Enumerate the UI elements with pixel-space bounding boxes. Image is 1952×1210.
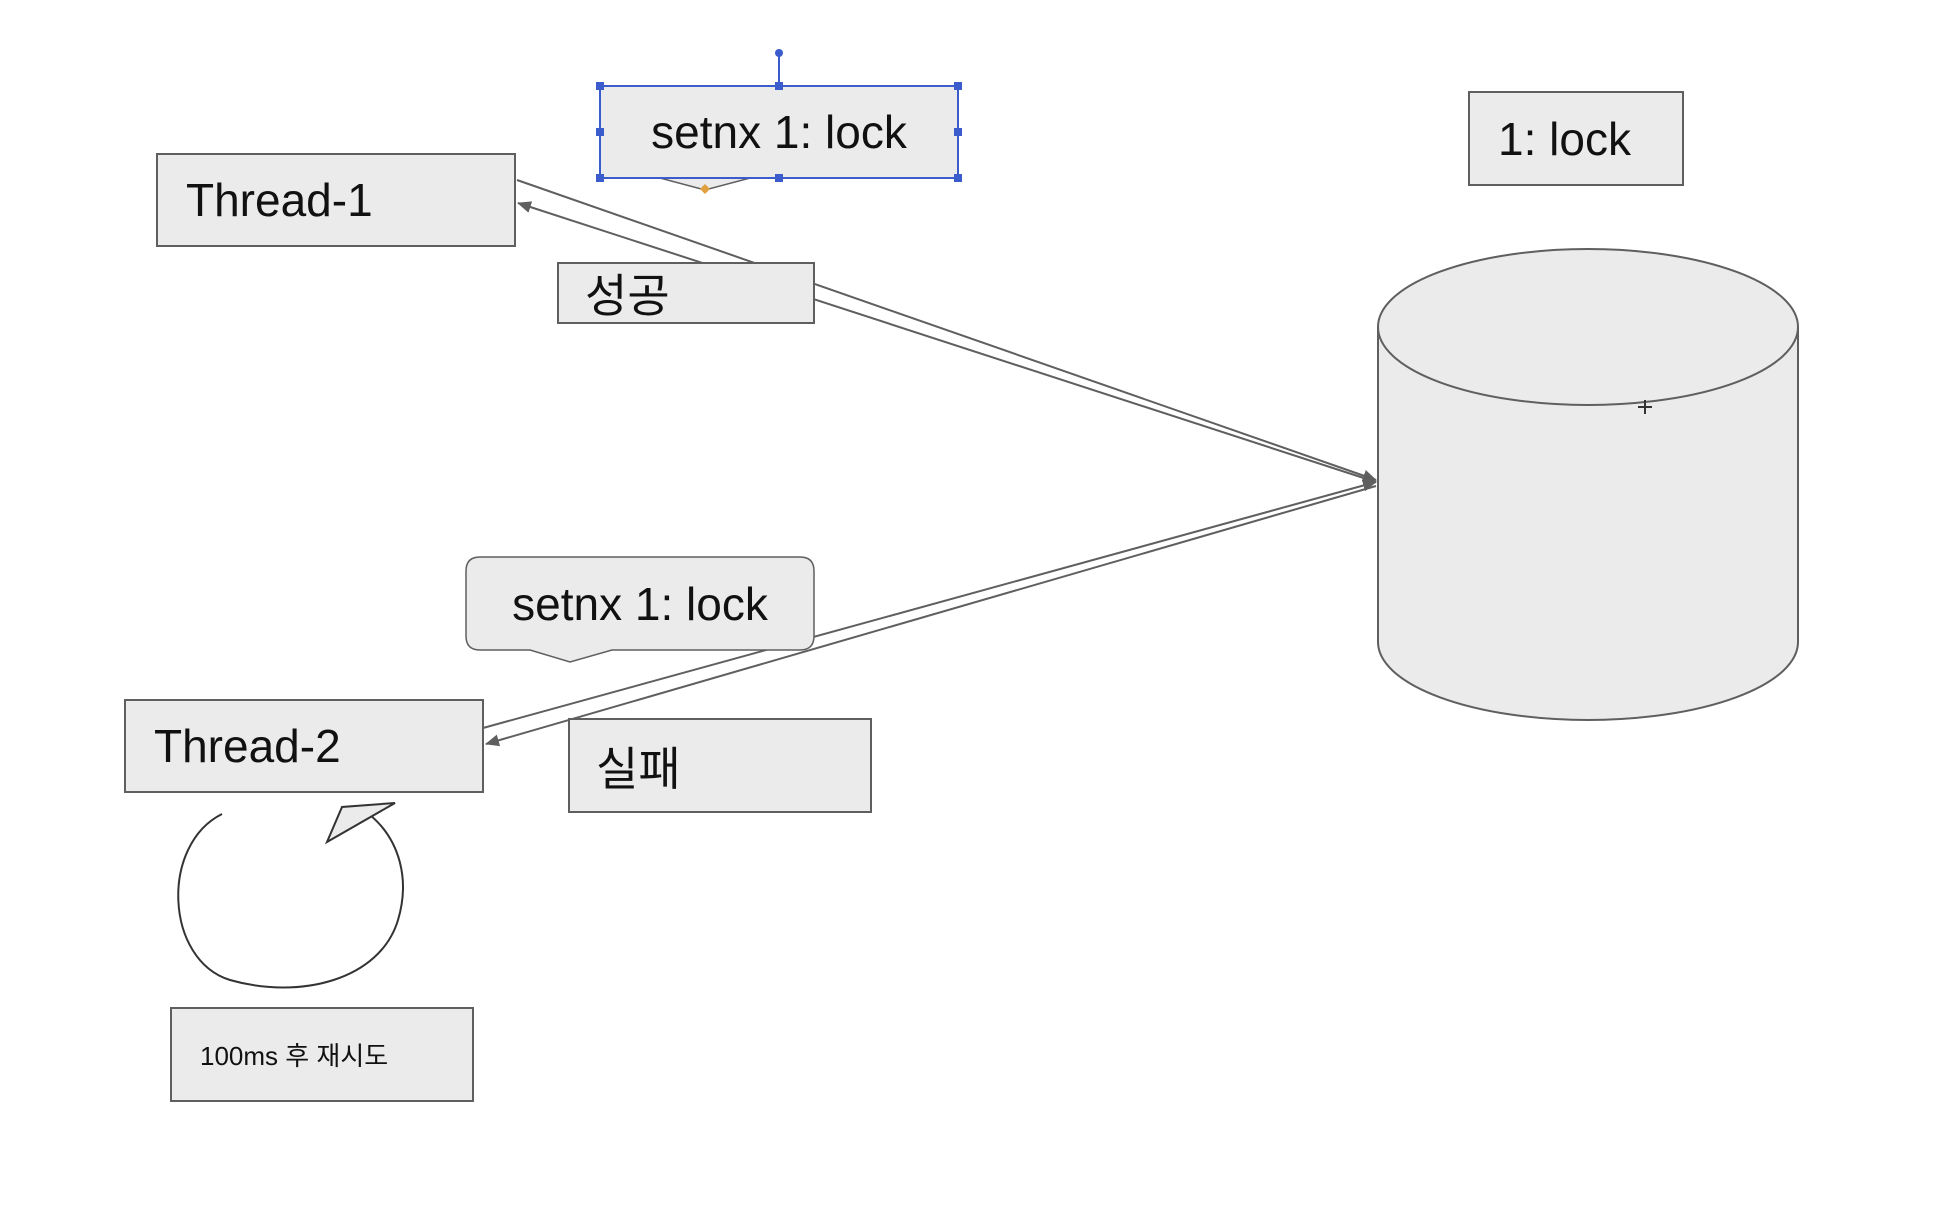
thread-1-label: Thread-1: [186, 174, 373, 226]
arrow-thread1-response[interactable]: [517, 201, 1377, 483]
thread-2-label: Thread-2: [154, 720, 341, 772]
resize-handle-icon[interactable]: [596, 128, 604, 136]
database-cylinder[interactable]: [1377, 248, 1799, 721]
success-result-box[interactable]: 성공: [557, 262, 815, 324]
arrow-thread1-request[interactable]: [516, 179, 1377, 482]
callout-setnx-bottom-label: setnx 1: lock: [512, 577, 768, 630]
lock-key-node[interactable]: 1: lock: [1468, 91, 1684, 186]
failure-label: 실패: [596, 742, 681, 795]
cursor-crosshair-icon: [1638, 400, 1652, 414]
retry-note-label: 100ms 후 재시도: [200, 1041, 389, 1071]
failure-result-box[interactable]: 실패: [568, 718, 872, 813]
thread-1-node[interactable]: Thread-1: [156, 153, 516, 247]
lock-key-label: 1: lock: [1498, 112, 1631, 165]
callout-setnx-top-text: setnx 1: lock: [600, 86, 958, 178]
resize-handle-icon[interactable]: [596, 174, 604, 182]
resize-handle-icon[interactable]: [954, 174, 962, 182]
retry-loop-arrow[interactable]: [177, 813, 404, 989]
selection-frame[interactable]: [596, 49, 962, 194]
resize-handle-icon[interactable]: [596, 82, 604, 90]
resize-handle-icon[interactable]: [954, 128, 962, 136]
thread-2-node[interactable]: Thread-2: [124, 699, 484, 793]
arrow-thread2-response[interactable]: [485, 485, 1377, 747]
resize-handle-icon[interactable]: [775, 82, 783, 90]
arrow-thread2-request[interactable]: [482, 479, 1377, 729]
retry-loop-arrowhead-icon: [324, 802, 396, 845]
resize-handle-icon[interactable]: [954, 82, 962, 90]
callout-setnx-top-label: setnx 1: lock: [651, 106, 907, 158]
resize-handle-icon[interactable]: [775, 174, 783, 182]
callout-setnx-bottom-shape[interactable]: [465, 556, 815, 663]
success-label: 성공: [585, 270, 670, 322]
rotate-handle-icon[interactable]: [775, 49, 783, 57]
callout-setnx-bottom-text: setnx 1: lock: [466, 557, 814, 650]
adjust-handle-icon[interactable]: [700, 184, 710, 194]
retry-note-box[interactable]: 100ms 후 재시도: [170, 1007, 474, 1102]
